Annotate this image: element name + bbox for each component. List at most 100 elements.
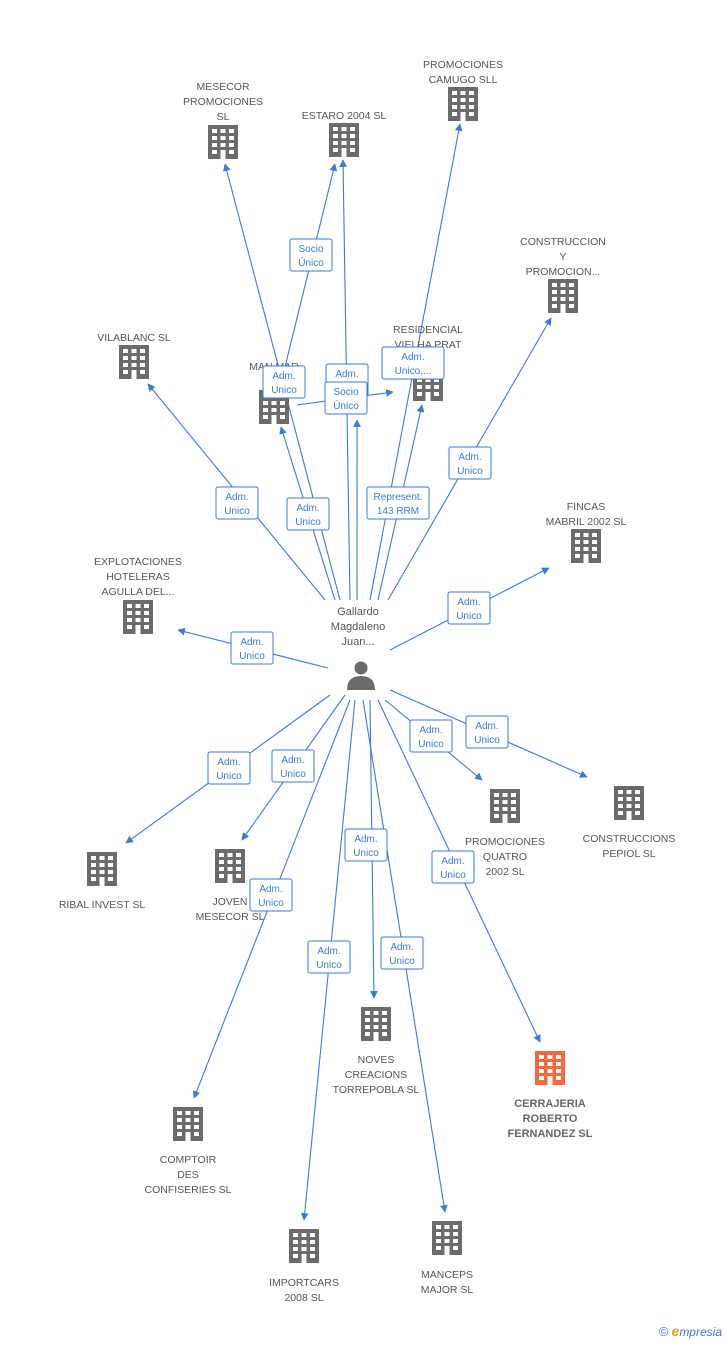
relation-label-text: Adm. <box>217 757 240 768</box>
relation-label-box <box>465 715 509 749</box>
relation-label[interactable]: Adm.Unico <box>286 497 330 531</box>
relation-label-text: Unico <box>280 769 306 780</box>
relation-label-text: Adm. <box>225 492 248 503</box>
company-node-estaro[interactable]: ESTARO 2004 SL <box>302 110 387 157</box>
relation-label-box <box>448 446 492 480</box>
company-node-comptoir[interactable]: COMPTOIR DES CONFISERIES SL <box>145 1107 232 1196</box>
company-label: CONFISERIES SL <box>145 1184 232 1196</box>
company-label: CONSTRUCCIONS <box>583 833 676 845</box>
building-icon <box>432 1221 462 1255</box>
building-icon <box>119 345 149 379</box>
relation-label-text: Unico <box>474 735 500 746</box>
building-icon <box>448 87 478 121</box>
relation-label[interactable]: Adm.Unico <box>448 446 492 480</box>
copyright-symbol: © <box>658 1324 669 1339</box>
relation-label-text: Unico <box>224 506 250 517</box>
relation-label[interactable]: Adm. Unico <box>307 940 351 974</box>
company-label: VILABLANC SL <box>97 332 171 344</box>
relation-label[interactable]: Represent.143 RRM <box>366 486 430 520</box>
company-label: Y <box>559 251 566 263</box>
relation-label[interactable]: Adm.Unico <box>409 719 453 753</box>
company-label: DES <box>177 1169 199 1181</box>
company-node-construccion[interactable]: CONSTRUCCIONYPROMOCION... <box>520 236 606 313</box>
relation-label-text: Adm. <box>457 597 480 608</box>
person-icon <box>347 661 375 690</box>
relation-label-text: Unico <box>216 771 242 782</box>
relation-label[interactable]: Adm.Unico <box>262 365 306 399</box>
relation-label-text: Adm. <box>441 856 464 867</box>
company-node-vilablanc[interactable]: VILABLANC SL <box>97 332 171 379</box>
relation-label-box <box>271 749 315 783</box>
relation-label[interactable]: Adm. Unico <box>215 486 259 520</box>
company-label: HOTELERAS <box>106 571 170 583</box>
relation-label-text: Unico <box>316 960 342 971</box>
company-label: PROMOCION... <box>526 266 601 278</box>
relation-label-box <box>249 878 293 912</box>
relation-label[interactable]: Adm. Unico <box>271 749 315 783</box>
relation-label-box <box>324 381 368 415</box>
company-node-ribal[interactable]: RIBAL INVEST SL <box>59 852 146 911</box>
company-label: RESIDENCIAL <box>393 324 463 336</box>
person-name-label: Magdaleno <box>331 621 385 633</box>
company-label: CAMUGO SLL <box>429 74 498 86</box>
relation-label[interactable]: Adm.Unico,... <box>381 346 445 380</box>
relation-label-text: Socio <box>298 244 323 255</box>
relation-label-box <box>286 497 330 531</box>
relation-label-text: Adm. <box>281 755 304 766</box>
company-label: MAJOR SL <box>421 1284 474 1296</box>
center-person-node[interactable]: GallardoMagdalenoJuan... <box>331 606 385 690</box>
relation-label-box <box>262 365 306 399</box>
company-label: PROMOCIONES <box>183 96 263 108</box>
relation-label-text: Adm. <box>240 637 263 648</box>
company-label: COMPTOIR <box>160 1154 217 1166</box>
relation-label-text: Unico <box>418 739 444 750</box>
relation-label-box <box>344 828 388 862</box>
person-name-label: Gallardo <box>337 606 379 618</box>
company-label: MESECOR SL <box>196 911 265 923</box>
relation-label-text: Unico <box>258 898 284 909</box>
relation-label-text: Adm. <box>390 942 413 953</box>
company-label: FERNANDEZ SL <box>508 1128 593 1140</box>
relation-label-text: Unico <box>440 870 466 881</box>
brand-logo-e: e <box>671 1323 680 1339</box>
building-icon <box>215 849 245 883</box>
company-label: EXPLOTACIONES <box>94 556 182 568</box>
building-icon <box>329 123 359 157</box>
relation-label-text: Socio <box>333 387 358 398</box>
relation-label[interactable]: Adm.Unico <box>465 715 509 749</box>
company-label: TORREPOBLA SL <box>333 1084 420 1096</box>
relation-label[interactable]: Adm. Unico <box>207 751 251 785</box>
company-label: 2008 SL <box>284 1292 323 1304</box>
company-label: QUATRO <box>483 851 527 863</box>
relation-label[interactable]: Adm.Unico <box>344 828 388 862</box>
company-label: PEPIOL SL <box>602 848 655 860</box>
relation-label[interactable]: Adm. Unico <box>249 878 293 912</box>
relation-label-text: Adm. <box>401 352 424 363</box>
relation-label[interactable]: Adm. Unico <box>230 631 274 665</box>
relation-label[interactable]: Adm.Unico <box>380 936 424 970</box>
company-node-pepiol[interactable]: CONSTRUCCIONS PEPIOL SL <box>583 786 676 860</box>
relation-label[interactable]: Adm.Unico <box>447 591 491 625</box>
relation-label-text: Adm. <box>317 946 340 957</box>
relation-label-text: Unico <box>239 651 265 662</box>
relation-label-box <box>207 751 251 785</box>
relation-label-text: Adm. <box>259 884 282 895</box>
relation-label-text: Adm. <box>458 452 481 463</box>
building-icon <box>208 125 238 159</box>
relation-label[interactable]: Adm. Unico <box>431 850 475 884</box>
relation-label-box <box>307 940 351 974</box>
empresia-brand[interactable]: ©empresia <box>659 1323 722 1339</box>
relation-label-text: Adm. <box>354 834 377 845</box>
